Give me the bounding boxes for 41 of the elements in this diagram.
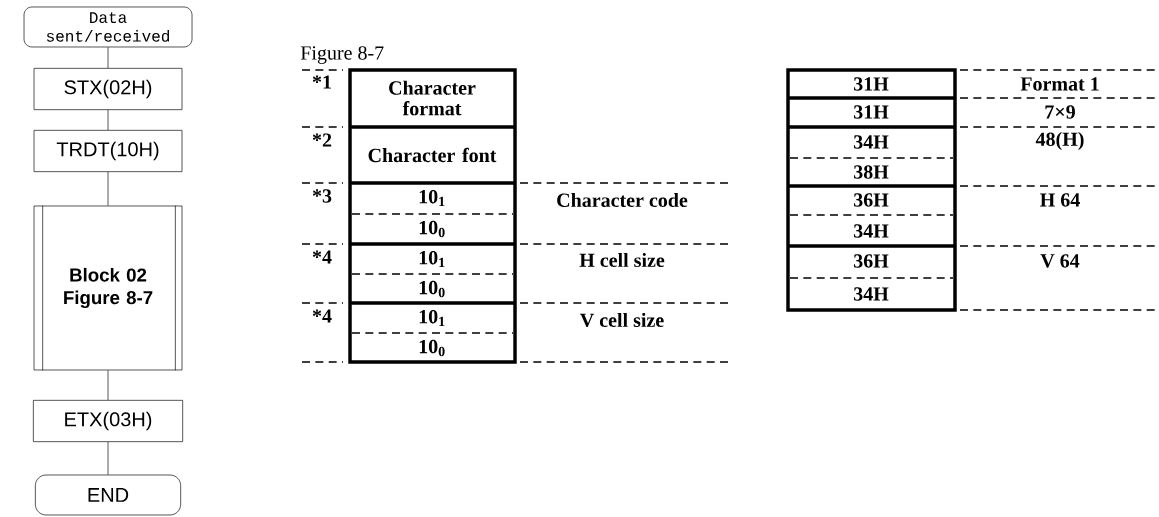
- table-cell: 10$_{1}$: [419, 189, 445, 207]
- end-terminal: END: [35, 474, 181, 516]
- process-box: STX(02H): [33, 68, 183, 110]
- table-cell: 38H: [854, 165, 889, 179]
- table-cell: 34H: [854, 224, 889, 238]
- row-marker: *4: [312, 309, 332, 323]
- table-cell: 10$_{0}$: [419, 339, 445, 357]
- table-cell: 31H: [854, 105, 889, 119]
- process-box: ETX(03H): [33, 400, 183, 442]
- field-value: 48(H): [1035, 131, 1084, 151]
- field-value: V 64: [1040, 254, 1080, 268]
- table-cell: 31H: [854, 77, 889, 91]
- predefined-process-box: Block 02 Figure 8-7: [33, 205, 183, 371]
- connector-line: [107, 47, 109, 69]
- table-cell: 36H: [854, 193, 889, 207]
- connector-line: [107, 370, 109, 401]
- table-cell: 10$_{0}$: [419, 280, 445, 298]
- row-marker: *4: [312, 250, 332, 264]
- row-marker: *3: [312, 189, 332, 203]
- row-marker: *2: [312, 133, 332, 147]
- connector-line: [107, 109, 109, 131]
- connector-line: [107, 171, 109, 206]
- table-cell: Character format: [389, 80, 476, 116]
- connector-line: [107, 441, 109, 475]
- field-description: H cell size: [579, 252, 665, 267]
- field-value: H 64: [1040, 193, 1080, 207]
- table-cell: 10$_{0}$: [419, 220, 445, 238]
- table-cell: 34H: [854, 135, 889, 149]
- process-box: TRDT(10H): [33, 130, 183, 172]
- start-terminal: Data sent/received: [23, 6, 193, 48]
- figure-title: Figure 8-7: [300, 46, 384, 64]
- field-value: Format 1: [1020, 77, 1099, 91]
- table-cell: 10$_{1}$: [419, 250, 445, 268]
- table-cell: 34H: [854, 287, 889, 301]
- table-cell: 36H: [854, 254, 889, 268]
- table-cell: Character font: [368, 147, 497, 163]
- field-description: V cell size: [580, 312, 664, 328]
- row-marker: *1: [312, 75, 331, 89]
- field-value: 7×9: [1045, 105, 1075, 119]
- field-description: Character code: [557, 192, 688, 207]
- table-cell: 10$_{1}$: [419, 309, 445, 327]
